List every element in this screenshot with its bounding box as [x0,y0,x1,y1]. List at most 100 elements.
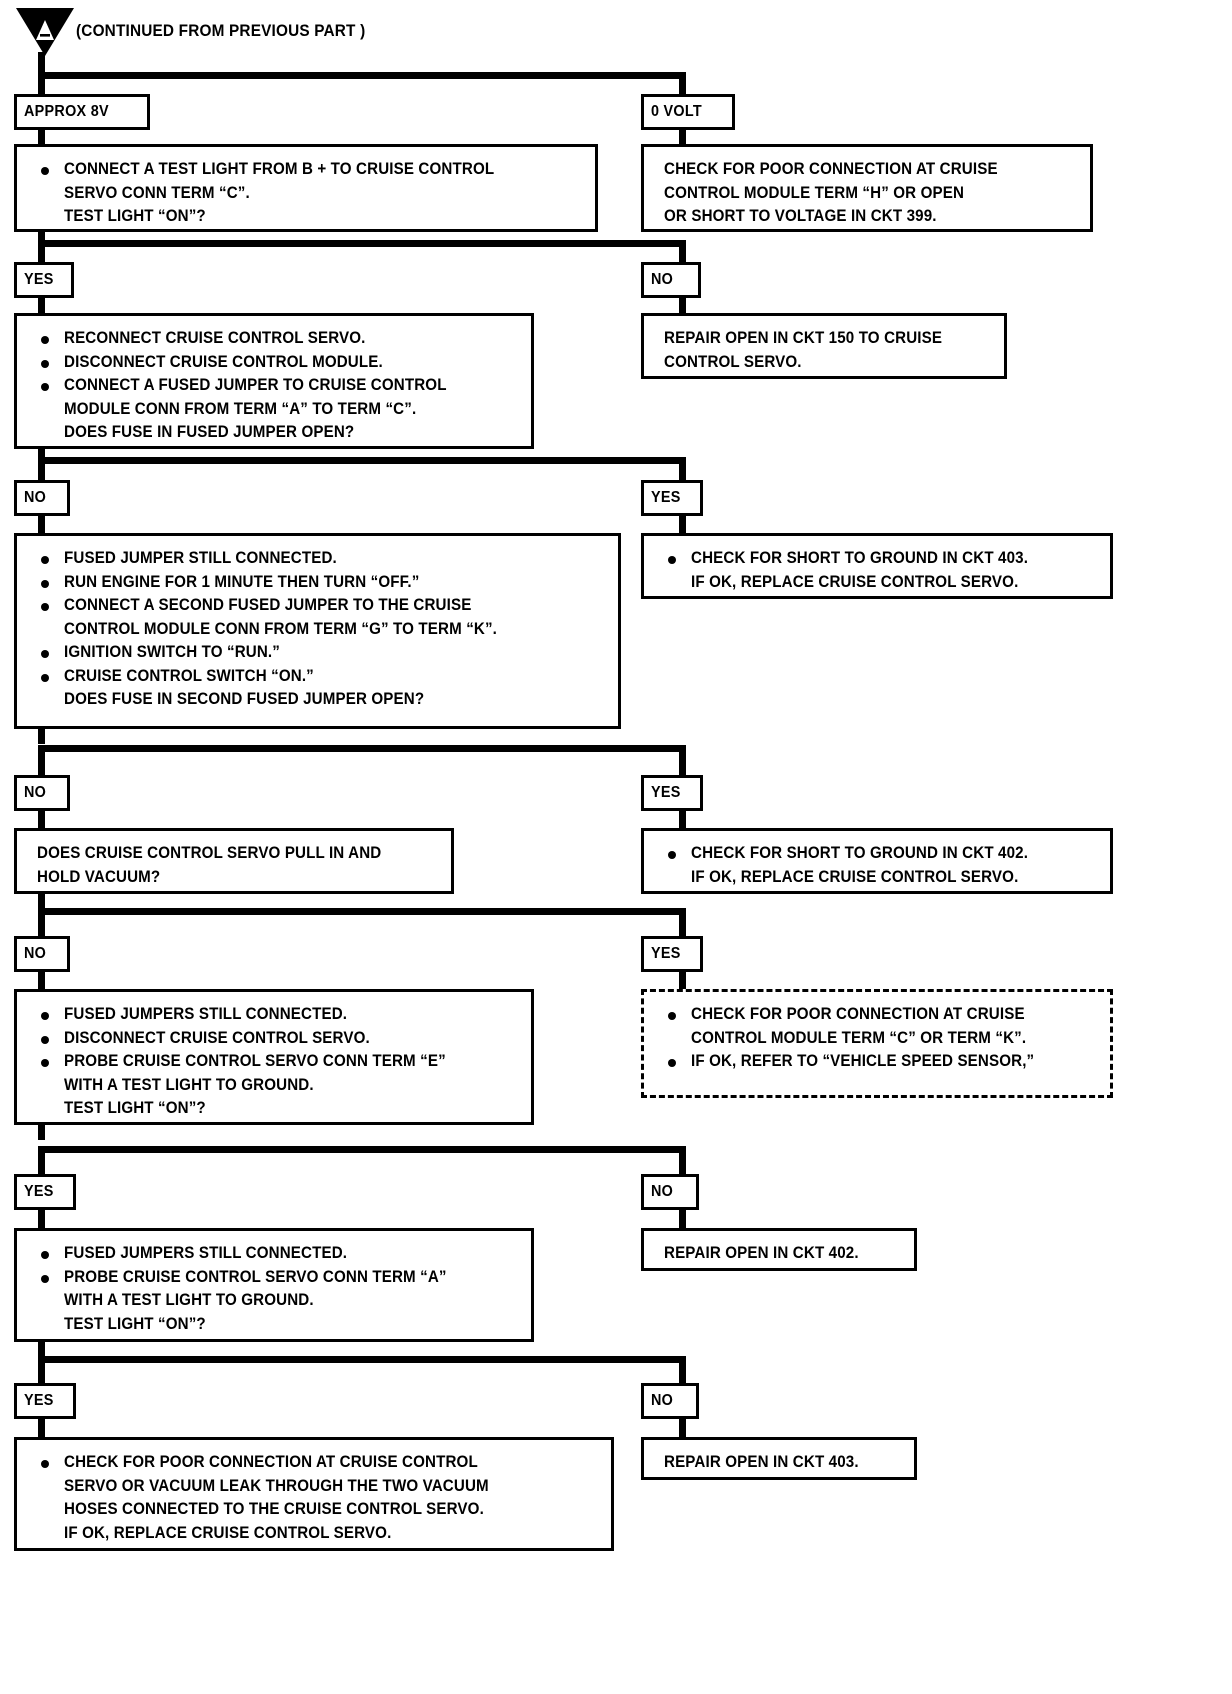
box-repair-open-ckt402: REPAIR OPEN IN CKT 402. [641,1228,917,1271]
rise-7 [38,1339,45,1357]
box-second-fused-jumper-sequence: FUSED JUMPER STILL CONNECTED. RUN ENGINE… [14,533,621,729]
box-line: CONNECT A TEST LIGHT FROM B + TO CRUISE … [27,158,585,182]
box-line: IF OK, REPLACE CRUISE CONTROL SERVO. [691,867,1019,886]
box-line: FUSED JUMPERS STILL CONNECTED. [27,1242,521,1266]
drop-r1 [679,128,686,148]
drop-l1 [38,128,45,148]
box-line: IF OK, REPLACE CRUISE CONTROL SERVO. [691,572,1019,591]
trunk-5-right-drop [679,908,686,936]
drop-r3 [679,514,686,536]
drop-r6 [679,1208,686,1230]
box-line: HOLD VACUUM? [37,867,161,886]
box-line: CHECK FOR POOR CONNECTION AT CRUISE [654,1003,1100,1027]
drop-r2 [679,296,686,316]
box-line: CHECK FOR POOR CONNECTION AT CRUISE CONT… [27,1451,601,1475]
trunk-3-horizontal [38,457,686,464]
trunk-4-horizontal [38,745,686,752]
box-line: DISCONNECT CRUISE CONTROL SERVO. [27,1027,521,1051]
box-line: MODULE CONN FROM TERM “A” TO TERM “C”. [64,399,417,418]
box-line: CHECK FOR SHORT TO GROUND IN CKT 403. [654,547,1100,571]
box-line: IF OK, REFER TO “VEHICLE SPEED SENSOR,” [654,1050,1100,1074]
box-line: CONNECT A FUSED JUMPER TO CRUISE CONTROL [27,374,521,398]
drop-l2 [38,296,45,316]
label-no-2: NO [14,480,70,516]
trunk-2-right-drop [679,240,686,264]
label-yes-6: YES [14,1383,76,1419]
trunk-1-right-drop [679,72,686,96]
box-line: TEST LIGHT “ON”? [64,207,206,225]
trunk-1-left-drop [38,72,45,96]
label-yes-4: YES [641,936,703,972]
box-line: FUSED JUMPERS STILL CONNECTED. [27,1003,521,1027]
box-line: DOES FUSE IN FUSED JUMPER OPEN? [64,423,355,441]
box-line: FUSED JUMPER STILL CONNECTED. [27,547,608,571]
drop-l7 [38,1417,45,1439]
box-line: WITH A TEST LIGHT TO GROUND. [64,1075,314,1094]
label-approx-8v: APPROX 8V [14,94,150,130]
box-short-to-ground-ckt402: CHECK FOR SHORT TO GROUND IN CKT 402. IF… [641,828,1113,894]
box-line: CONTROL MODULE TERM “C” OR TERM “K”. [691,1028,1027,1047]
box-line: CONTROL SERVO. [664,352,802,371]
continued-note: (CONTINUED FROM PREVIOUS PART ) [76,22,366,40]
trunk-4-right-drop [679,745,686,775]
label-yes-5: YES [14,1174,76,1210]
box-line: REPAIR OPEN IN CKT 402. [664,1244,859,1262]
box-line: TEST LIGHT “ON”? [64,1314,206,1333]
connector-a-icon [14,6,76,58]
box-line: TEST LIGHT “ON”? [64,1099,206,1117]
label-no-4: NO [14,936,70,972]
label-no-5: NO [641,1174,699,1210]
trunk-4-left-drop [38,745,45,775]
box-line: DISCONNECT CRUISE CONTROL MODULE. [27,351,521,375]
box-line: CONTROL MODULE CONN FROM TERM “G” TO TER… [64,619,498,638]
trunk-6-left-drop [38,1146,45,1174]
trunk-7-left-drop [38,1356,45,1384]
rise-6 [38,1122,45,1140]
box-line: HOSES CONNECTED TO THE CRUISE CONTROL SE… [64,1500,484,1518]
rise-3 [38,446,45,464]
box-line: OR SHORT TO VOLTAGE IN CKT 399. [664,207,937,225]
box-line: CONNECT A SECOND FUSED JUMPER TO THE CRU… [27,594,608,618]
box-line: REPAIR OPEN IN CKT 150 TO CRUISE [664,329,943,347]
box-line: DOES CRUISE CONTROL SERVO PULL IN AND [37,844,382,862]
box-line: CRUISE CONTROL SWITCH “ON.” [27,665,608,689]
trunk-7-right-drop [679,1356,686,1384]
box-line: PROBE CRUISE CONTROL SERVO CONN TERM “E” [27,1050,521,1074]
box-line: SERVO CONN TERM “C”. [64,183,250,202]
trunk-2-horizontal [38,240,686,247]
box-reconnect-servo-fused-jumper: RECONNECT CRUISE CONTROL SERVO. DISCONNE… [14,313,534,449]
drop-l6 [38,1208,45,1230]
box-line: WITH A TEST LIGHT TO GROUND. [64,1291,314,1309]
box-repair-open-ckt403: REPAIR OPEN IN CKT 403. [641,1437,917,1480]
rise-5 [38,891,45,909]
box-probe-servo-term-e: FUSED JUMPERS STILL CONNECTED. DISCONNEC… [14,989,534,1125]
box-line: REPAIR OPEN IN CKT 403. [664,1453,859,1471]
label-yes-1: YES [14,262,74,298]
box-short-to-ground-ckt403: CHECK FOR SHORT TO GROUND IN CKT 403. IF… [641,533,1113,599]
label-yes-2: YES [641,480,703,516]
drop-l5 [38,970,45,992]
box-probe-servo-term-a: FUSED JUMPERS STILL CONNECTED. PROBE CRU… [14,1228,534,1342]
label-no-1: NO [641,262,701,298]
box-vehicle-speed-sensor-reference: CHECK FOR POOR CONNECTION AT CRUISE CONT… [641,989,1113,1098]
connector-stem [38,52,45,74]
rise-4 [38,726,45,744]
box-line: RECONNECT CRUISE CONTROL SERVO. [27,327,521,351]
trunk-6-right-drop [679,1146,686,1174]
trunk-6-horizontal [38,1146,686,1153]
drop-r7 [679,1417,686,1439]
box-connect-test-light: CONNECT A TEST LIGHT FROM B + TO CRUISE … [14,144,598,232]
label-no-6: NO [641,1383,699,1419]
drop-l3 [38,514,45,536]
label-yes-3: YES [641,775,703,811]
box-servo-pull-in-hold-vacuum: DOES CRUISE CONTROL SERVO PULL IN AND HO… [14,828,454,894]
label-0-volt: 0 VOLT [641,94,735,130]
box-repair-open-ckt150: REPAIR OPEN IN CKT 150 TO CRUISE CONTROL… [641,313,1007,379]
trunk-5-left-drop [38,908,45,936]
box-check-poor-connection-term-h: CHECK FOR POOR CONNECTION AT CRUISE CONT… [641,144,1093,232]
trunk-7-horizontal [38,1356,686,1363]
drop-r4 [679,809,686,831]
trunk-5-horizontal [38,908,686,915]
box-line: RUN ENGINE FOR 1 MINUTE THEN TURN “OFF.” [27,571,608,595]
